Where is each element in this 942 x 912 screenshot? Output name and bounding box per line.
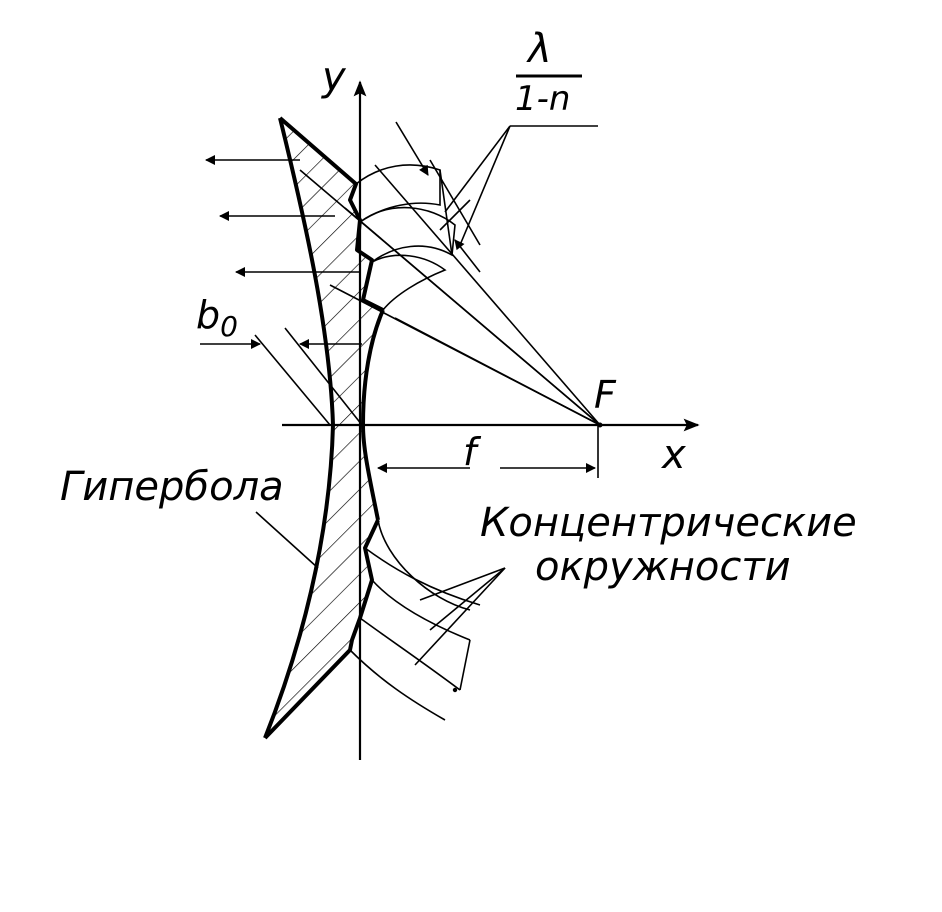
step-denominator: 1-n <box>515 79 570 119</box>
y-axis-label: y <box>321 54 347 100</box>
step-dimension <box>395 121 598 273</box>
b0-dimension <box>200 327 363 426</box>
focal-length-label: f <box>463 430 482 474</box>
concentric-label-line1: Концентрические <box>480 500 857 546</box>
rays <box>299 164 601 426</box>
lens-body <box>265 118 383 738</box>
axes <box>282 80 700 760</box>
hyperbola-leader <box>255 511 319 569</box>
step-numerator: λ <box>526 26 552 72</box>
lower-zones <box>349 519 481 721</box>
focus-point <box>597 422 603 428</box>
hyperbola-label: Гипербола <box>60 464 284 510</box>
b0-label: b0 <box>196 293 238 343</box>
parallel-rays <box>205 155 360 277</box>
concentric-leaders <box>414 567 506 693</box>
focal-dimension <box>377 425 599 478</box>
x-axis-label: x <box>660 432 686 478</box>
concentric-label-line2: окружности <box>535 544 791 590</box>
focus-label: F <box>594 373 617 417</box>
